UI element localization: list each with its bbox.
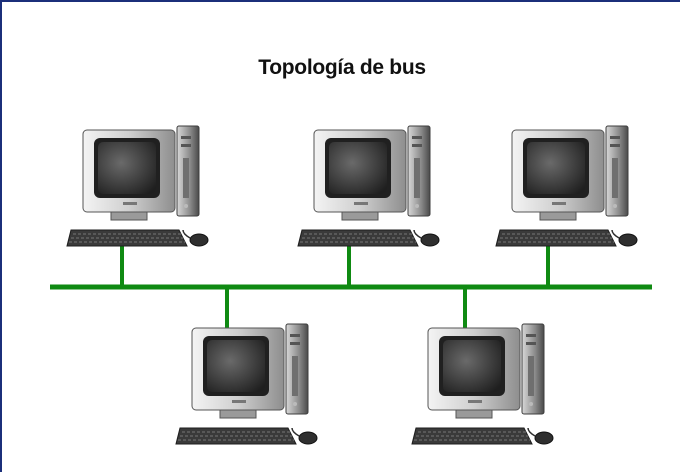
- diagram-title: Topología de bus: [258, 56, 426, 79]
- desktop-computer-icon: [175, 323, 318, 445]
- desktop-computer-icon: [66, 125, 209, 247]
- desktop-computer-icon: [411, 323, 554, 445]
- desktop-computer-icon: [495, 125, 638, 247]
- desktop-computer-icon: [297, 125, 440, 247]
